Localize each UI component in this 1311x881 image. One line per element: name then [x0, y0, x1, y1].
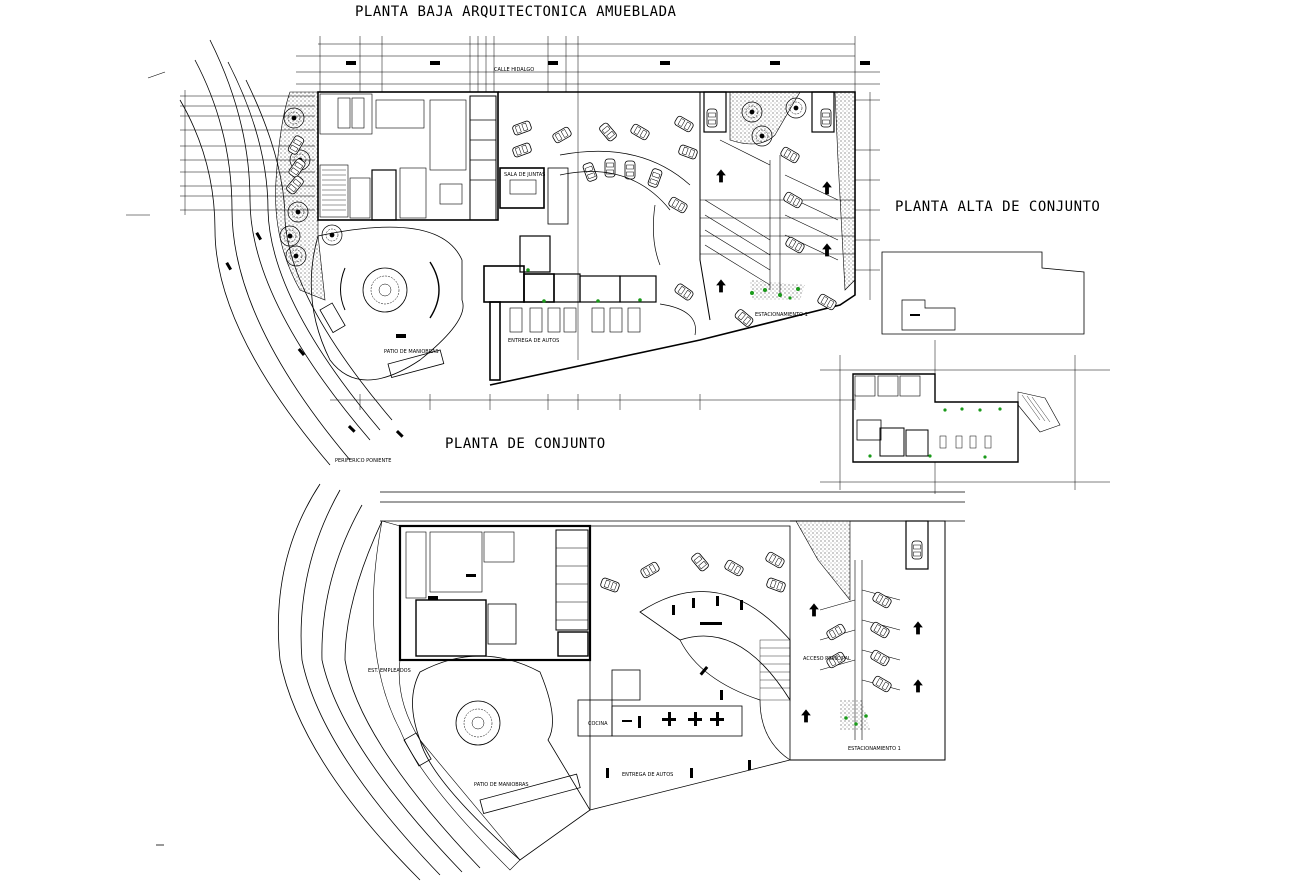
delivery-label-top: ENTREGA DE AUTOS: [508, 338, 559, 344]
ground-floor-title: PLANTA BAJA ARQUITECTONICA AMUEBLADA: [355, 4, 677, 20]
delivery-label-bottom: ENTREGA DE AUTOS: [622, 772, 673, 778]
kitchen-label: COCINA: [588, 721, 608, 727]
employees-label: EST. EMPLEADOS: [368, 668, 411, 674]
site-plan: COCINA ENTREGA DE AUTOS PATIO DE MANIOBR…: [156, 483, 965, 881]
main-access-label: ACCESO PRINCIPAL: [803, 656, 851, 662]
board-room-label: SALA DE JUNTAS: [504, 172, 545, 178]
small-upper-plan: [820, 340, 1110, 494]
site-plan-title: PLANTA DE CONJUNTO: [445, 436, 606, 452]
upper-floor-title: PLANTA ALTA DE CONJUNTO: [895, 199, 1101, 215]
patio-label-bottom: PATIO DE MANIOBRAS: [474, 782, 529, 788]
parking-label-bottom: ESTACIONAMIENTO 1: [848, 746, 901, 752]
ground-floor-plan: CALLE HIDALGO PERIFERICO PONIENTE: [126, 36, 880, 466]
street-label-top: CALLE HIDALGO: [494, 67, 534, 73]
periferico-label: PERIFERICO PONIENTE: [335, 458, 391, 464]
upper-floor-plan: [881, 251, 1085, 335]
patio-label-top: PATIO DE MANIOBRAS: [384, 349, 439, 355]
parking-label-top: ESTACIONAMIENTO 1: [755, 312, 808, 318]
